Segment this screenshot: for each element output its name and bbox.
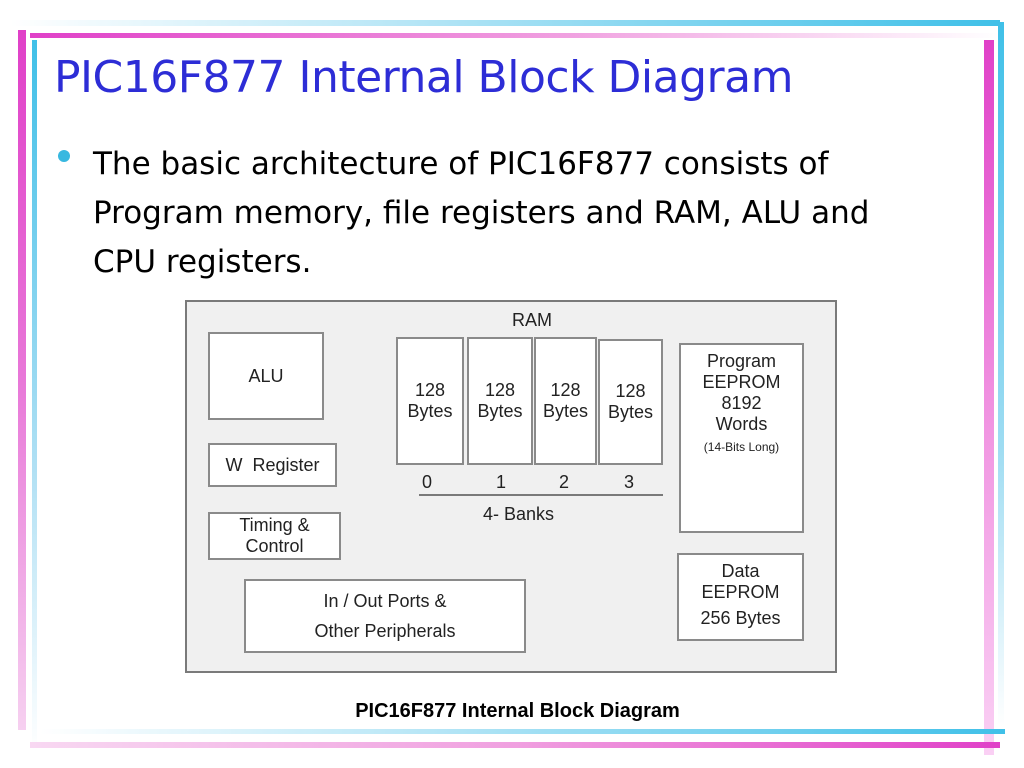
peripherals-label: Other Peripherals (314, 621, 456, 641)
top-magenta-bar (30, 33, 1000, 38)
program-label: Program (706, 351, 776, 371)
top-cyan-bar (10, 20, 1000, 26)
bank-3-unit: Bytes (607, 402, 654, 422)
slide-title: PIC16F877 Internal Block Diagram (54, 52, 793, 103)
w-register-block: W Register (208, 443, 337, 487)
left-cyan-bar (32, 40, 37, 752)
bank-3-size: 128 (615, 381, 646, 401)
bank-1-unit: Bytes (477, 401, 523, 421)
block-diagram: ALU W Register Timing &Control In / Out … (185, 300, 837, 673)
io-ports-block: In / Out Ports & Other Peripherals (244, 579, 526, 653)
program-words-label: Words (715, 414, 768, 434)
w-register-label: W Register (225, 454, 320, 475)
timing-control-block: Timing &Control (208, 512, 341, 560)
data-label: Data (721, 561, 760, 581)
ram-label: RAM (512, 310, 552, 330)
figure-caption: PIC16F877 Internal Block Diagram (355, 700, 680, 722)
bottom-cyan-bar (40, 729, 1005, 734)
left-magenta-bar (18, 30, 26, 730)
data-eeprom-label: EEPROM (701, 582, 780, 602)
right-cyan-bar (998, 22, 1004, 727)
bottom-magenta-bar (30, 742, 1000, 748)
io-ports-label: In / Out Ports & (323, 591, 447, 611)
alu-label: ALU (248, 365, 284, 386)
alu-block: ALU (208, 332, 324, 420)
bank-2-index: 2 (559, 472, 570, 492)
banks-label: 4- Banks (483, 504, 555, 524)
data-eeprom-size: 256 Bytes (700, 608, 781, 628)
bank-0-index: 0 (422, 472, 433, 492)
control-label: Control (245, 536, 304, 556)
right-magenta-bar (984, 40, 994, 755)
program-eeprom-note: (14-Bits Long) (703, 440, 780, 454)
timing-label: Timing & (239, 515, 310, 535)
bank-2-size: 128 (550, 380, 581, 400)
banks-divider (419, 494, 663, 496)
bullet-text: The basic architecture of PIC16F877 cons… (93, 146, 870, 280)
bank-2-unit: Bytes (542, 401, 589, 421)
bank-0-unit: Bytes (407, 401, 453, 421)
program-words-count: 8192 (721, 393, 762, 413)
program-eeprom-label: EEPROM (702, 372, 781, 392)
bank-3-index: 3 (624, 472, 635, 492)
bank-1-size: 128 (484, 380, 516, 400)
bank-0-size: 128 (414, 380, 446, 400)
bank-1-index: 1 (496, 472, 507, 492)
bullet-dot-icon (58, 150, 70, 162)
